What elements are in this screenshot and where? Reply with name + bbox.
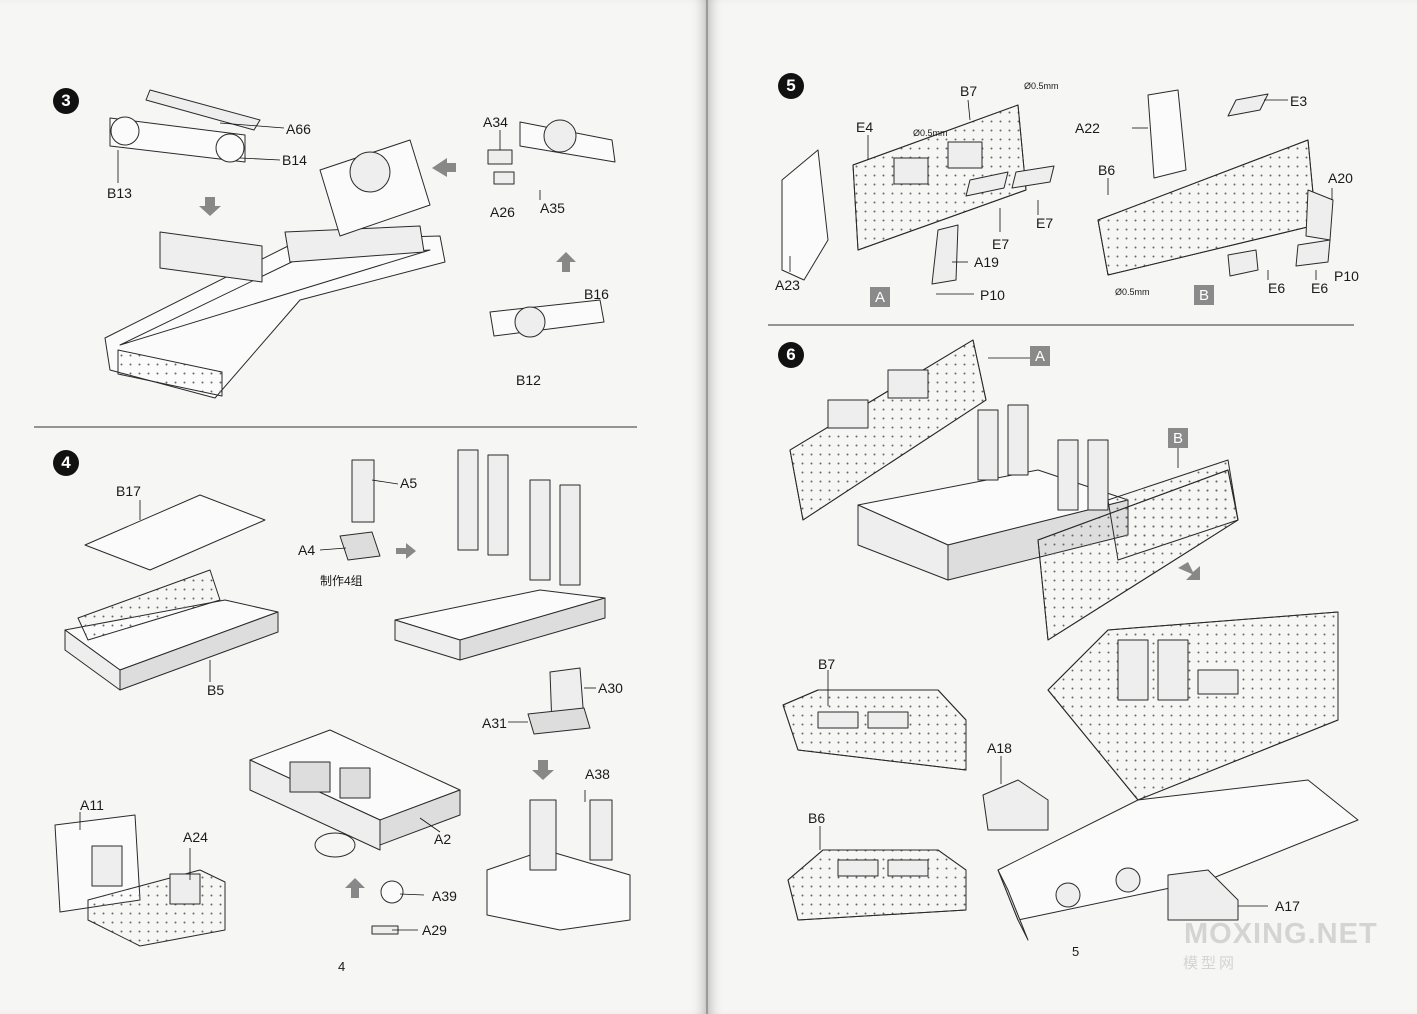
part-label-a23: A23 <box>775 277 800 293</box>
part-label-e3: E3 <box>1290 93 1308 109</box>
part-label-b16: B16 <box>584 286 609 302</box>
part-label-b12: B12 <box>516 372 541 388</box>
spine-gutter <box>706 0 708 1014</box>
part-label-a29: A29 <box>422 922 447 938</box>
part-label-a18: A18 <box>987 740 1012 756</box>
watermark-text: MOXING.NET <box>1184 918 1378 950</box>
sub-assembly-b-tag: B <box>1194 285 1214 305</box>
step-number: 3 <box>61 91 71 110</box>
part-label-p10: P10 <box>980 287 1005 303</box>
part-label-a4: A4 <box>298 542 316 558</box>
part-label-b5: B5 <box>207 682 225 698</box>
part-label-a2: A2 <box>434 831 452 847</box>
left-page: 3 A66 B14 B13 A34 A26 A35 B16 B12 4 B17 … <box>0 0 706 1014</box>
part-label-b6: B6 <box>808 810 826 826</box>
part-label-a34: A34 <box>483 114 508 130</box>
part-label-e7: E7 <box>992 236 1010 252</box>
part-label-a39: A39 <box>432 888 457 904</box>
part-label-b7: B7 <box>960 83 978 99</box>
part-label-b14: B14 <box>282 152 307 168</box>
part-label-a26: A26 <box>490 204 515 220</box>
part-label-a30: A30 <box>598 680 623 696</box>
part-label-a66: A66 <box>286 121 311 137</box>
sub-assembly-b-tag: B <box>1168 428 1188 448</box>
step-number: 5 <box>786 76 796 95</box>
part-label-a17: A17 <box>1275 898 1300 914</box>
step-number: 6 <box>786 345 796 364</box>
left-page-illustrations <box>34 89 637 947</box>
right-page-illustrations-lower <box>768 99 1359 941</box>
part-label-a5: A5 <box>400 475 418 491</box>
part-label-p10-b: P10 <box>1334 268 1359 284</box>
right-page-illustrations <box>781 89 1334 285</box>
watermark-subtext: 模型网 <box>1183 955 1238 972</box>
part-label-e6: E6 <box>1268 280 1286 296</box>
step-3-badge: 3 <box>53 88 79 114</box>
assembly-note: 制作4组 <box>320 574 363 588</box>
part-label-a38: A38 <box>585 766 610 782</box>
part-label-b7: B7 <box>818 656 836 672</box>
part-label-e4: E4 <box>856 119 874 135</box>
part-label-b17: B17 <box>116 483 141 499</box>
drill-size-note: Ø0.5mm <box>1024 81 1059 91</box>
drill-size-note: Ø0.5mm <box>913 128 948 138</box>
part-label-e7-b: E7 <box>1036 215 1054 231</box>
drill-size-note: Ø0.5mm <box>1115 287 1150 297</box>
part-label-b13: B13 <box>107 185 132 201</box>
right-page: 5 E4 B7 E7 E7 A19 A23 P10 Ø0.5mm Ø0.5mm … <box>708 0 1417 1014</box>
part-label-a31: A31 <box>482 715 507 731</box>
page-number-right: 5 <box>1072 944 1080 959</box>
sub-assembly-a-tag: A <box>1030 346 1050 366</box>
step-6-badge: 6 <box>778 342 804 368</box>
part-label-e6-b: E6 <box>1311 280 1329 296</box>
step-4-badge: 4 <box>53 450 79 476</box>
part-label-a20: A20 <box>1328 170 1353 186</box>
part-label-a35: A35 <box>540 200 565 216</box>
page-number-left: 4 <box>338 959 346 974</box>
step-number: 4 <box>61 453 71 472</box>
part-label-a24: A24 <box>183 829 208 845</box>
part-label-a22: A22 <box>1075 120 1100 136</box>
sub-assembly-a-tag: A <box>870 287 890 307</box>
part-label-b6: B6 <box>1098 162 1116 178</box>
step-5-badge: 5 <box>778 73 804 99</box>
part-label-a19: A19 <box>974 254 999 270</box>
part-label-a11: A11 <box>80 797 104 813</box>
